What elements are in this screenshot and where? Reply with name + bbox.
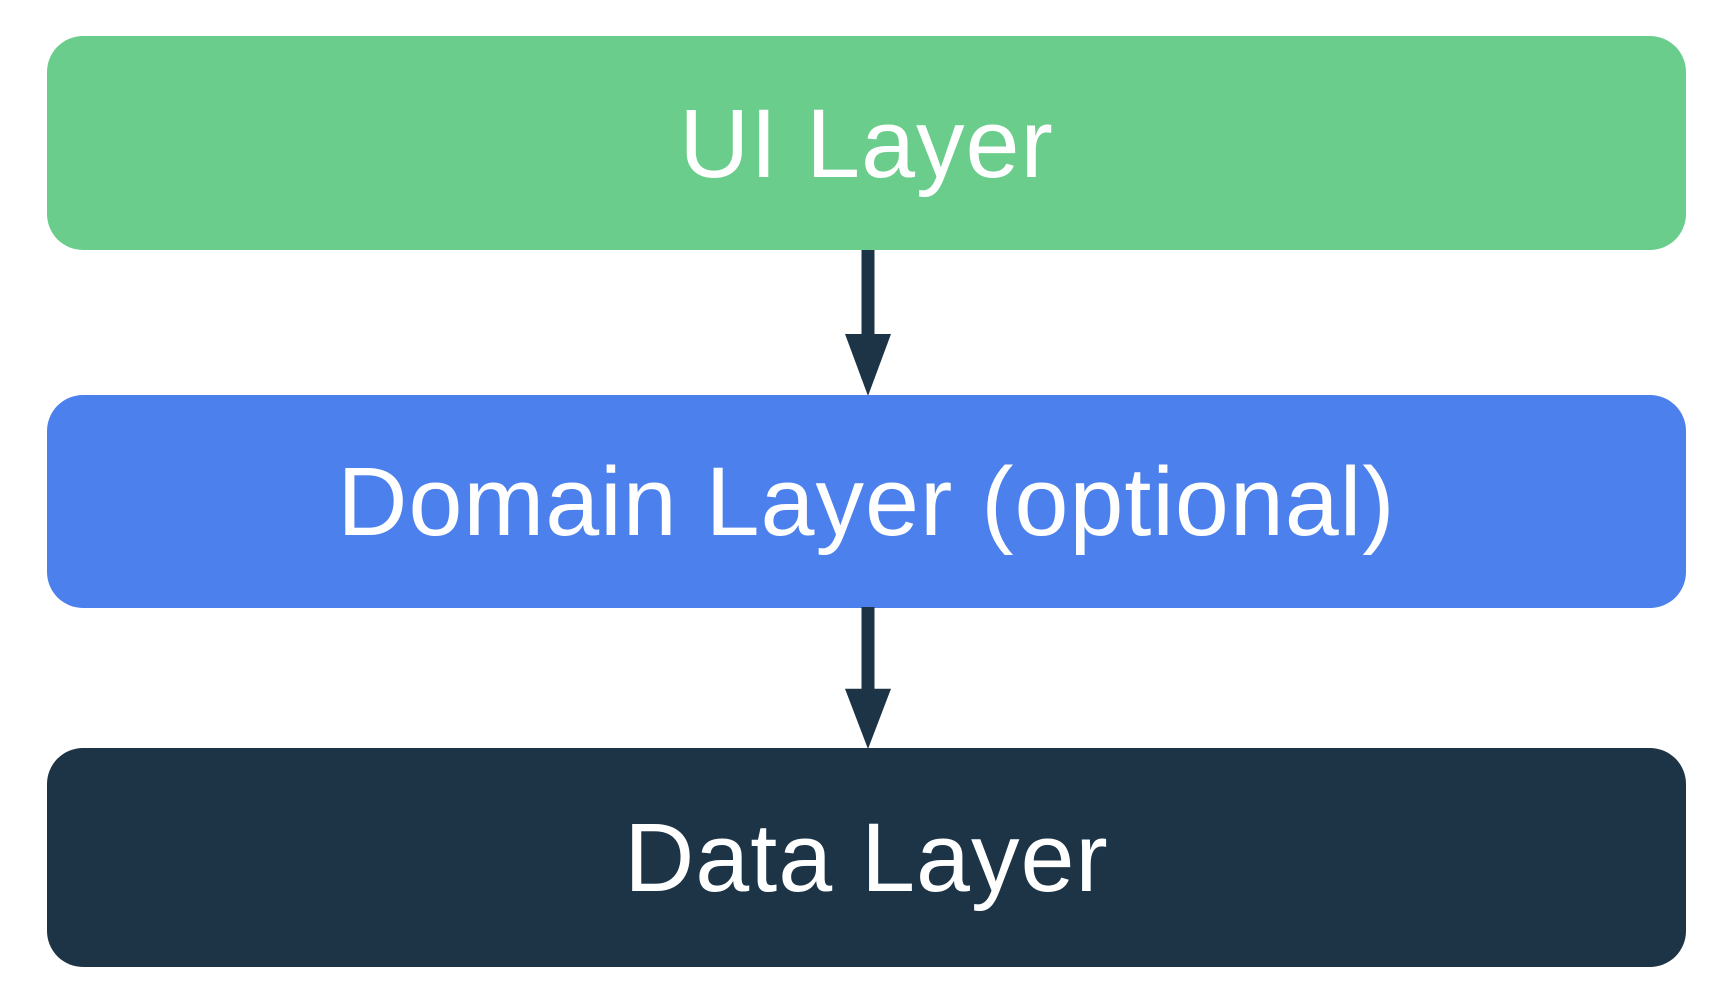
data-layer-box: Data Layer bbox=[47, 748, 1686, 967]
domain-layer-box: Domain Layer (optional) bbox=[47, 395, 1686, 608]
data-layer-label: Data Layer bbox=[624, 803, 1109, 912]
ui-layer-label: UI Layer bbox=[679, 88, 1054, 198]
arrow-shaft bbox=[861, 607, 875, 693]
down-arrow-icon bbox=[845, 250, 891, 396]
arrow-head bbox=[845, 688, 891, 749]
arrow-shaft bbox=[861, 250, 875, 338]
domain-layer-label: Domain Layer (optional) bbox=[337, 447, 1396, 556]
arrow-head bbox=[845, 334, 891, 396]
down-arrow-icon bbox=[845, 607, 891, 749]
ui-layer-box: UI Layer bbox=[47, 36, 1686, 250]
